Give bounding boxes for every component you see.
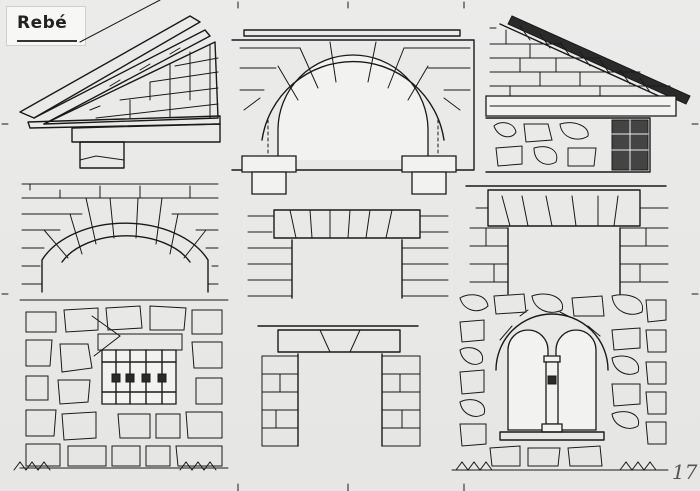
segmental-voussoir-arch <box>21 183 219 293</box>
flat-lintel-stepped-voussoirs <box>247 209 449 299</box>
semicircular-arch-on-columns <box>231 29 475 195</box>
title-card: Rebé <box>6 6 86 46</box>
gable-eave-simple <box>19 0 221 169</box>
lintel-with-keystones <box>465 185 669 295</box>
page-number: 17 <box>672 460 698 484</box>
rubble-wall-barred-window <box>13 299 229 471</box>
sheet-title: Rebé <box>17 13 68 33</box>
tiled-eave-rubble-wall <box>485 15 691 173</box>
twin-arched-window-rubble <box>451 293 669 471</box>
doorway-flat-arch <box>257 325 421 447</box>
title-underline <box>17 40 77 42</box>
